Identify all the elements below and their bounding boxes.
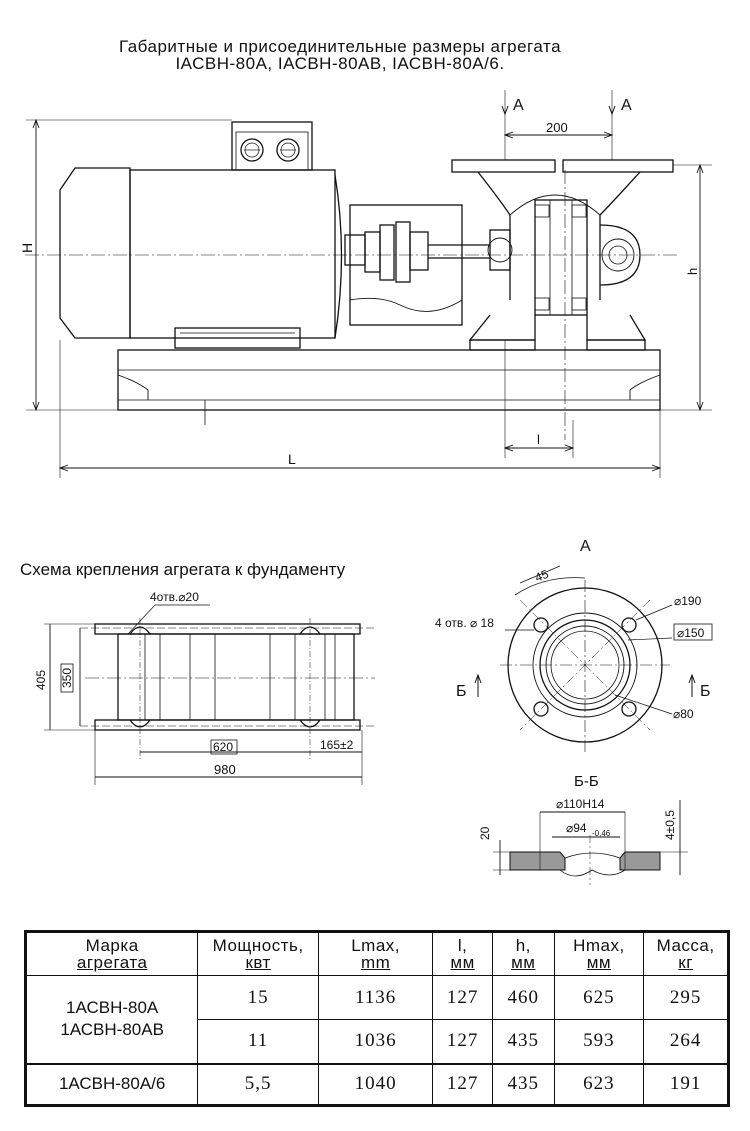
header-power: Мощность,квт <box>197 931 319 976</box>
mounting-heading: Схема крепления агрегата к фундаменту <box>20 560 346 579</box>
flange-angle-label: 45 <box>533 567 551 585</box>
flange-d80-label: ⌀80 <box>673 707 694 721</box>
dim-350-label: 350 <box>60 668 74 688</box>
dim-980-label: 980 <box>214 762 236 777</box>
header-mass: Масса,кг <box>643 931 729 976</box>
power-cell: 5,5 <box>197 1063 319 1106</box>
section-a-left-label: А <box>513 97 524 114</box>
section-bb-label: Б-Б <box>574 773 599 790</box>
pump-unit-front-view <box>25 90 712 478</box>
cut-b-right-label: Б <box>700 683 711 700</box>
table-row: 1АСВН-80А/6 5,5 1040 127 435 623 191 <box>24 1063 729 1106</box>
l-cell: 127 <box>432 1063 493 1106</box>
section-d94-tolerance: -0,46 <box>592 829 611 838</box>
assembly-drawing: А А 200 Н h l L Схема крепления агрегата… <box>19 90 713 885</box>
dim-h-label: h <box>685 268 700 275</box>
flange-view-label: А <box>580 538 591 555</box>
header-hmax: Hmax,мм <box>553 931 645 976</box>
mounting-holes-label: 4отв.⌀20 <box>150 590 199 604</box>
header-h: h,мм <box>491 931 555 976</box>
dim-20-label: 20 <box>478 826 492 840</box>
h-cell: 435 <box>491 1063 555 1106</box>
drawing-title-line1: Габаритные и присоединительные размеры а… <box>118 37 562 56</box>
header-l: l,мм <box>432 931 493 976</box>
section-a-right-label: А <box>621 97 632 114</box>
section-d94-label: ⌀94 <box>566 821 587 835</box>
model-cell: 1АСВН-80А/6 <box>24 1063 199 1106</box>
lmax-cell: 1136 <box>317 975 434 1020</box>
power-cell: 15 <box>197 975 319 1020</box>
hmax-cell: 593 <box>553 1019 645 1065</box>
section-bb <box>493 800 688 885</box>
h-cell: 460 <box>491 975 555 1020</box>
section-d110-label: ⌀110Н14 <box>556 797 605 811</box>
hmax-cell: 625 <box>553 975 645 1020</box>
lmax-cell: 1040 <box>317 1063 434 1106</box>
dim-H-label: Н <box>19 243 35 253</box>
dim-4-label: 4±0,5 <box>663 810 677 840</box>
dim-165-label: 165±2 <box>320 738 354 752</box>
coupling <box>344 204 490 326</box>
hmax-cell: 623 <box>553 1063 645 1106</box>
table-row: 11 1036 127 435 593 264 <box>26 1019 729 1065</box>
dim-405-label: 405 <box>34 670 48 690</box>
mass-cell: 191 <box>643 1063 729 1106</box>
l-cell: 127 <box>432 975 493 1020</box>
h-cell: 435 <box>491 1019 555 1065</box>
flange-d150-label: ⌀150 <box>677 626 705 640</box>
flange-holes-label: 4 отв. ⌀ 18 <box>435 616 494 630</box>
flange-view <box>474 565 696 755</box>
electric-motor <box>59 121 343 349</box>
mounting-scheme <box>44 604 375 785</box>
lmax-cell: 1036 <box>317 1019 434 1065</box>
base-frame <box>117 349 661 411</box>
dim-l-label: l <box>537 432 540 447</box>
dim-200-label: 200 <box>546 120 568 135</box>
pump-body <box>451 159 674 351</box>
mass-cell: 264 <box>643 1019 729 1065</box>
flange-d190-label: ⌀190 <box>674 594 702 608</box>
dim-620-label: 620 <box>213 740 233 754</box>
mass-cell: 295 <box>643 975 729 1020</box>
drawing-title-line2: IАСВН-80А, IАСВН-80АВ, IАСВН-80А/6. <box>175 54 505 73</box>
power-cell: 11 <box>197 1019 319 1065</box>
header-lmax: Lmax,mm <box>317 931 434 976</box>
l-cell: 127 <box>432 1019 493 1065</box>
dim-L-label: L <box>288 451 296 467</box>
cut-b-left-label: Б <box>456 683 467 700</box>
